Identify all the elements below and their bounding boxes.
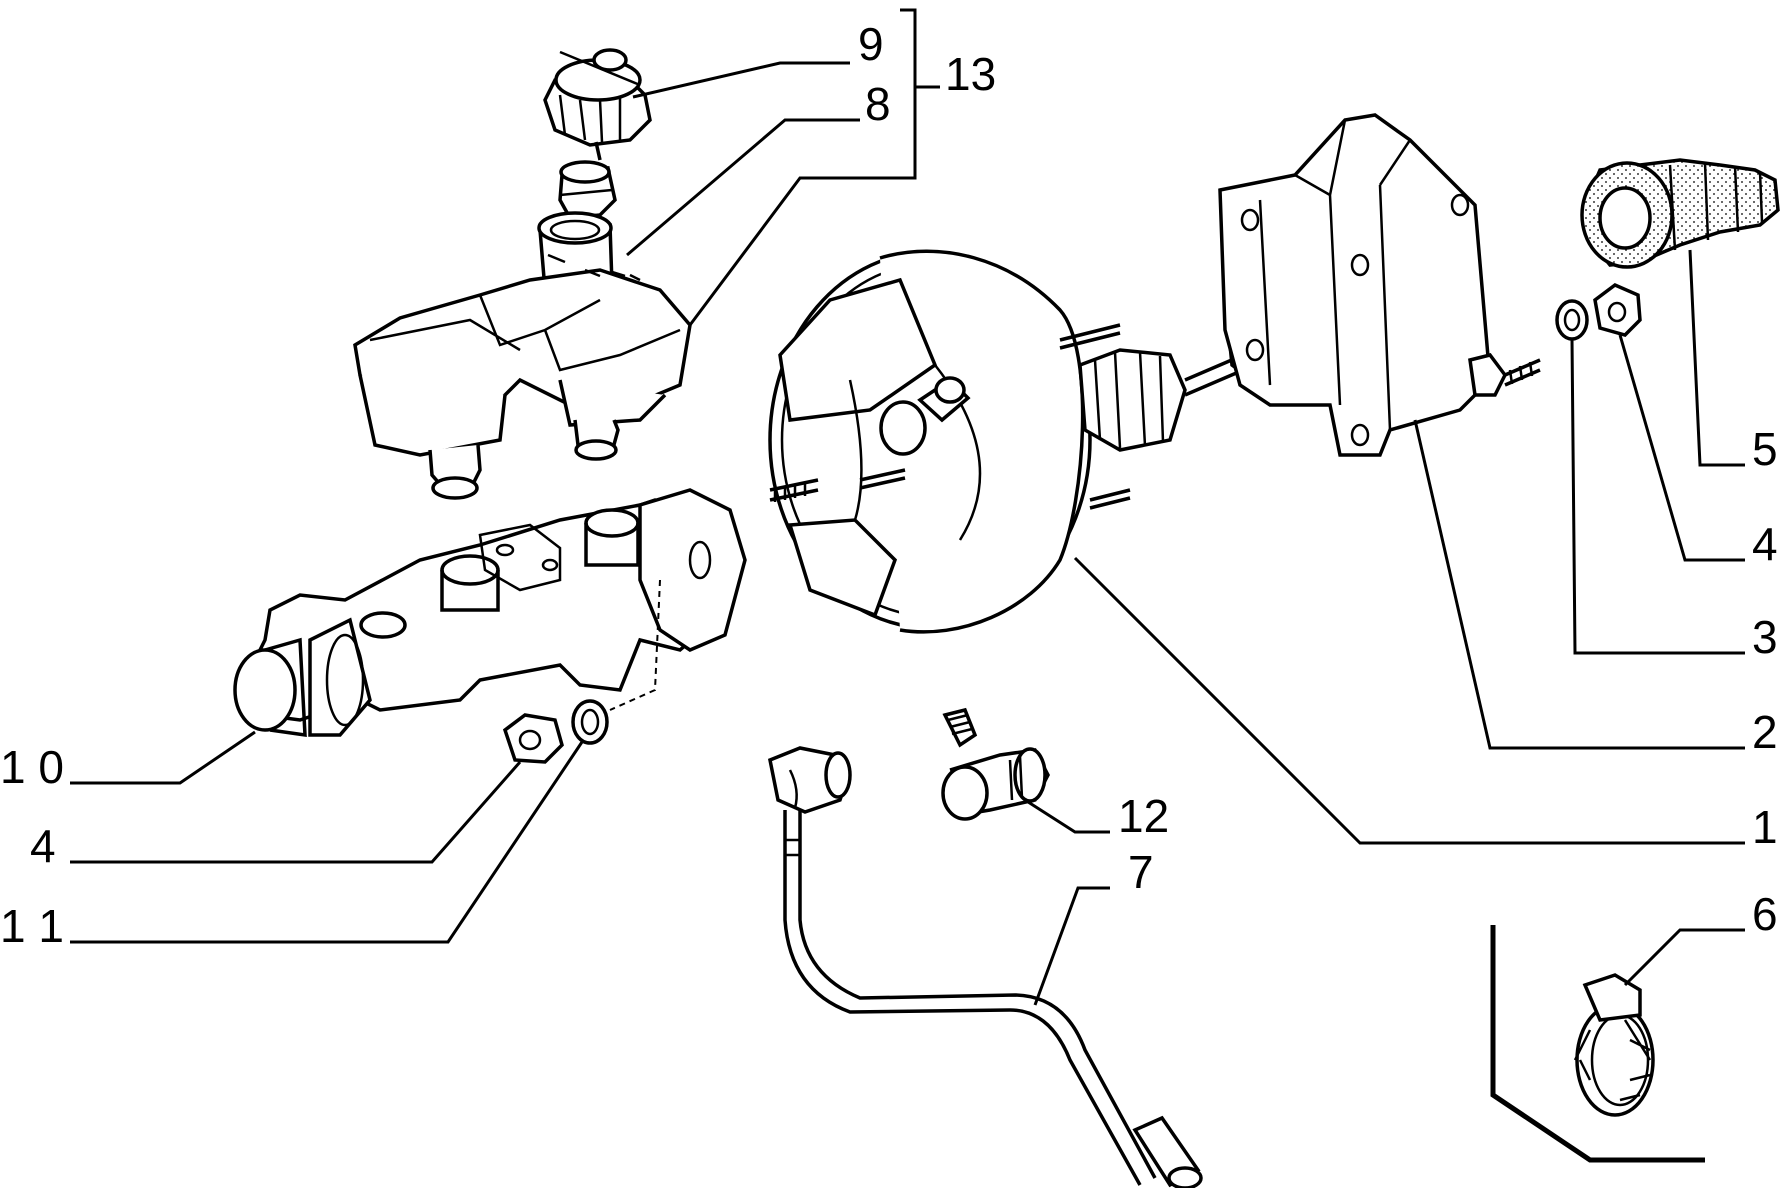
callout-4-right: 4 — [1752, 518, 1778, 570]
callout-3: 3 — [1752, 611, 1778, 663]
callout-1: 1 — [1752, 801, 1778, 853]
callout-10: 1 0 — [0, 741, 64, 793]
washer-right — [1555, 299, 1589, 341]
reservoir-cap — [543, 48, 652, 161]
brake-servo — [768, 249, 1294, 634]
master-cylinder — [233, 488, 747, 738]
callout-11: 1 1 — [0, 900, 64, 952]
nut-right — [1593, 282, 1642, 337]
callout-labels: 9 8 13 1 0 4 1 1 12 7 1 2 3 4 5 6 — [0, 18, 1778, 952]
callout-12: 12 — [1118, 790, 1169, 842]
dust-boot — [1580, 158, 1780, 269]
vacuum-hose — [767, 746, 1203, 1188]
callout-8: 8 — [865, 78, 891, 130]
callout-4-left: 4 — [30, 820, 56, 872]
vacuum-elbow-connector — [941, 707, 1050, 821]
callout-7: 7 — [1128, 846, 1154, 898]
callout-9: 9 — [858, 18, 884, 70]
leader-lines — [70, 8, 1745, 1006]
callout-13: 13 — [945, 48, 996, 100]
clamp-frame — [1490, 925, 1705, 1163]
callout-2: 2 — [1752, 706, 1778, 758]
washer-left — [571, 699, 609, 745]
nut-left — [502, 713, 564, 764]
servo-bracket — [1218, 113, 1541, 457]
callout-5: 5 — [1752, 423, 1778, 475]
callout-6: 6 — [1752, 888, 1778, 940]
hose-clamp — [1573, 973, 1655, 1117]
brake-fluid-reservoir — [353, 211, 692, 500]
reservoir-float — [558, 160, 617, 220]
